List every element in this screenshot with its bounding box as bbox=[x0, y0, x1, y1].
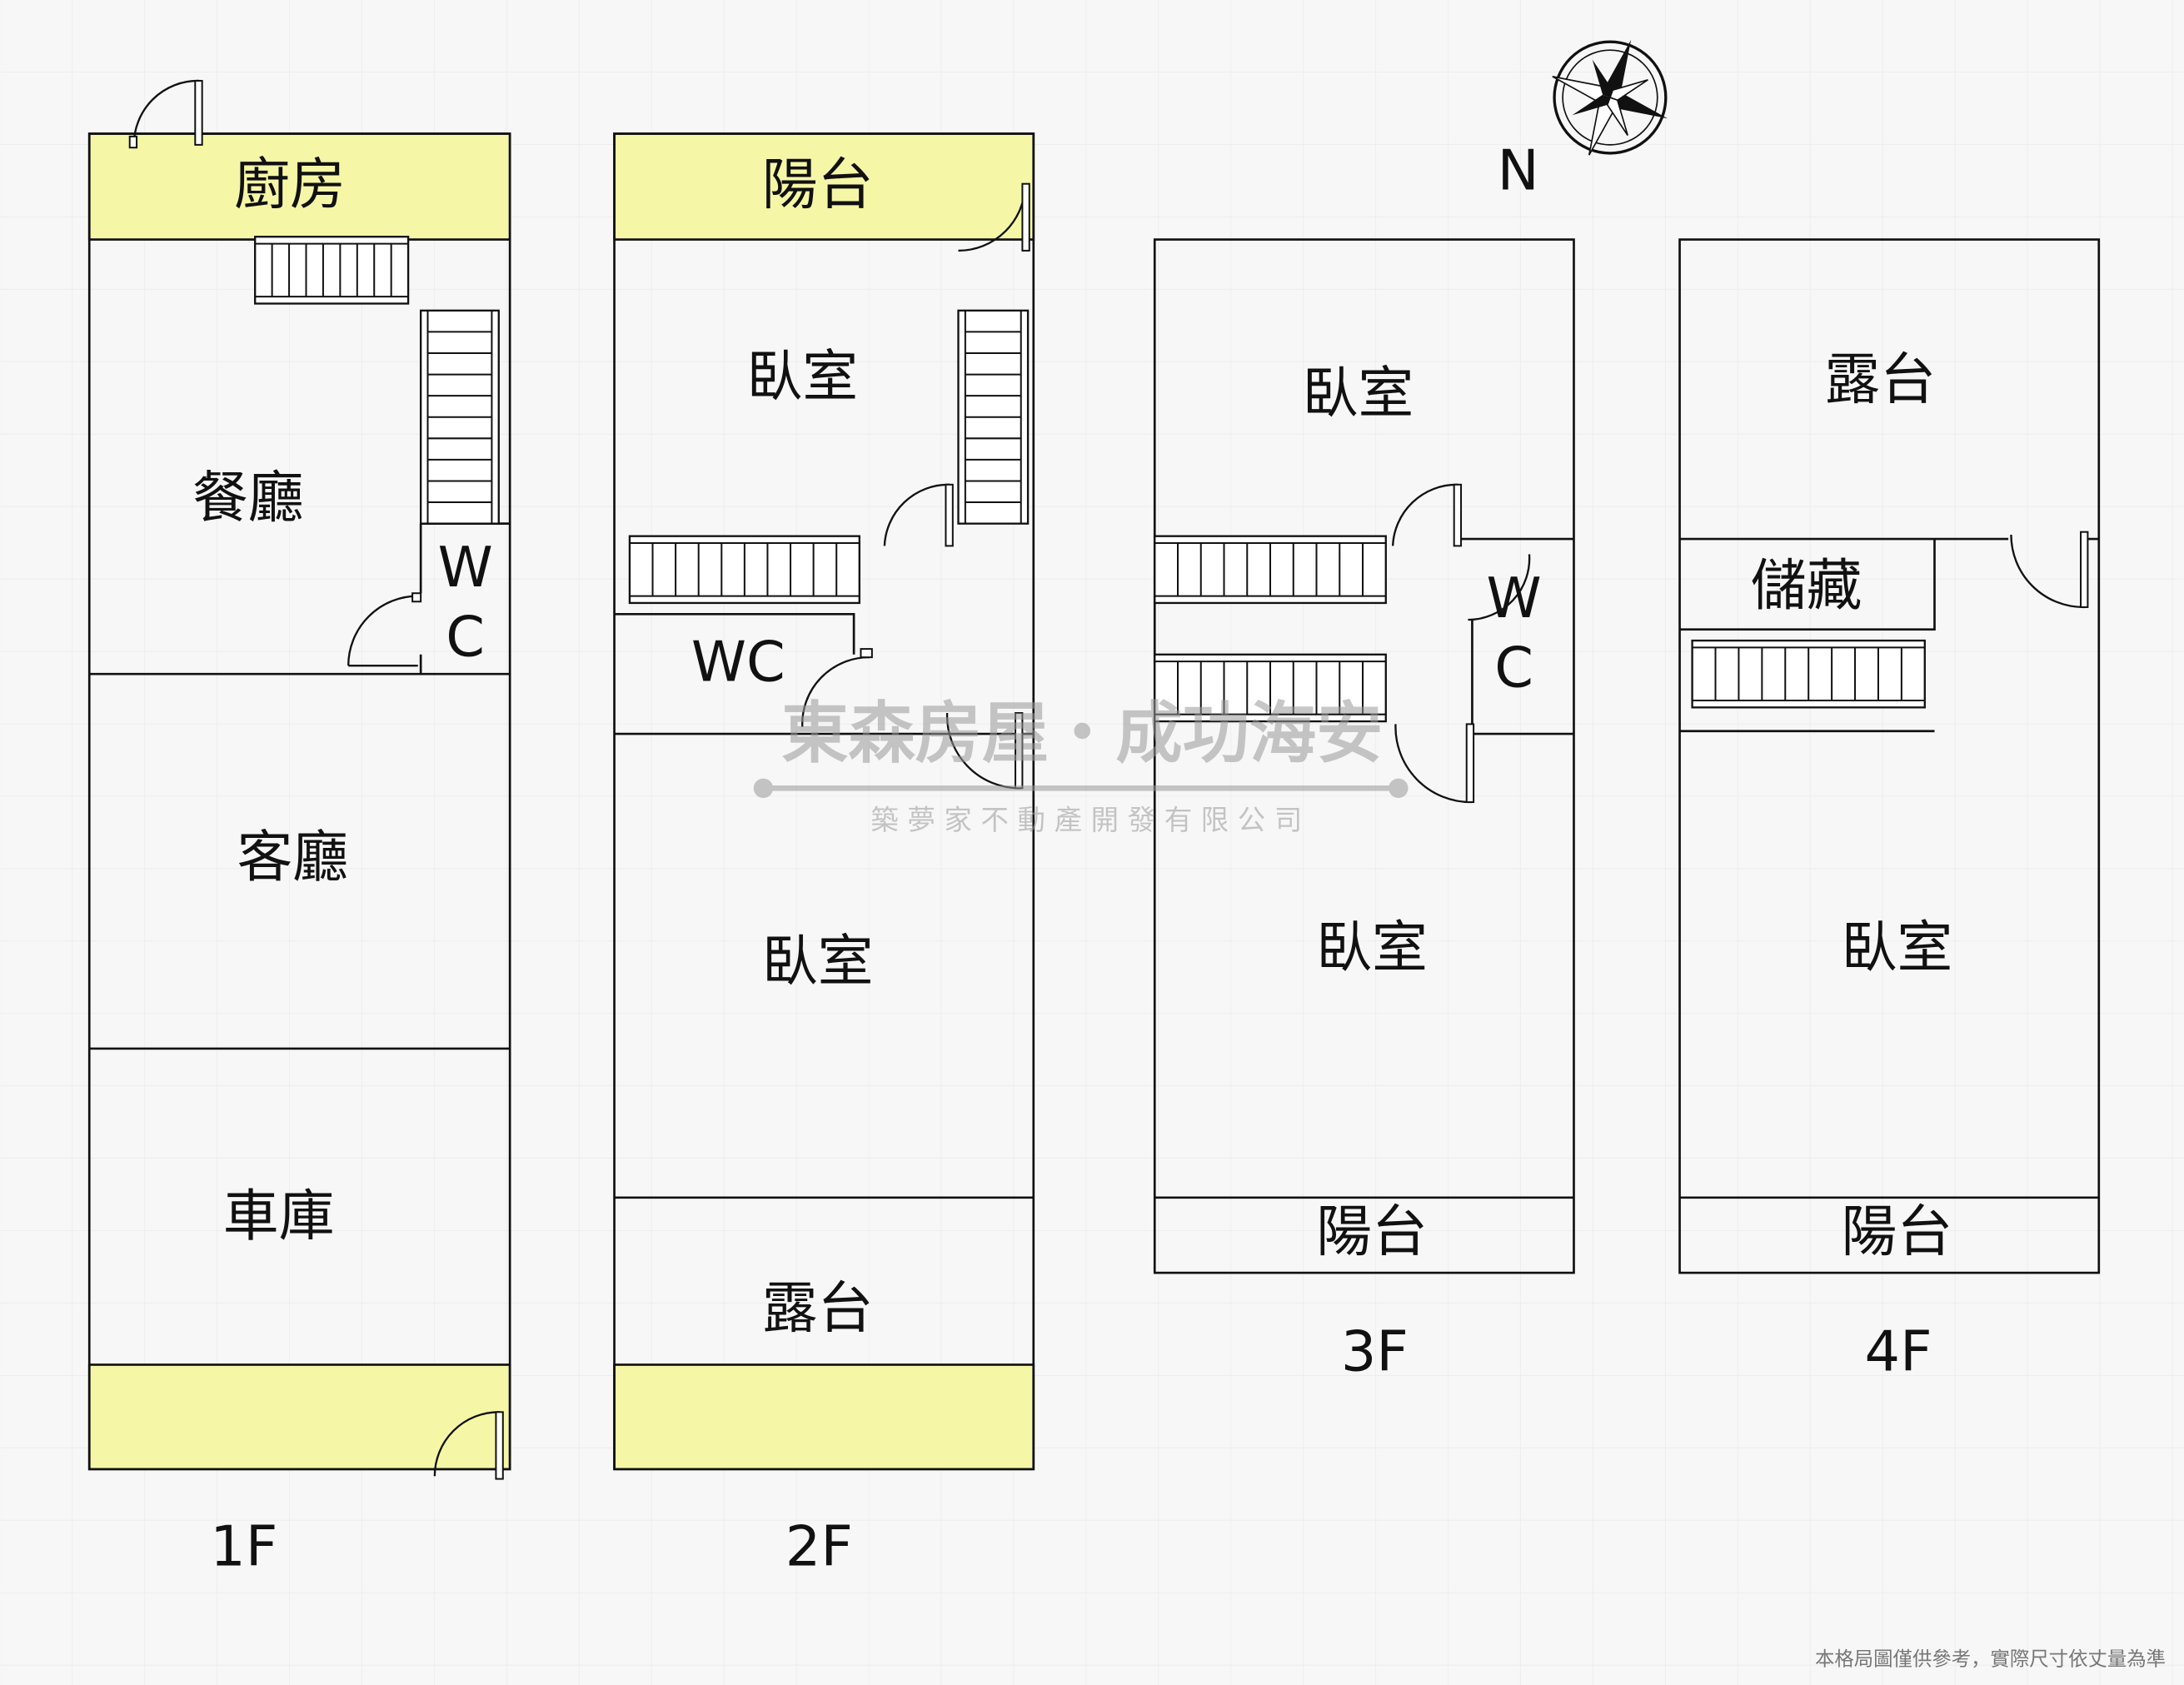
staircase bbox=[1154, 653, 1387, 723]
wc-label: C bbox=[1494, 635, 1533, 700]
kitchen-area bbox=[87, 132, 511, 241]
room-label: 陽台 bbox=[1841, 1199, 1952, 1264]
terrace-area bbox=[613, 1363, 1035, 1471]
door bbox=[958, 182, 1030, 252]
door bbox=[1468, 554, 1531, 621]
door bbox=[801, 648, 873, 727]
door bbox=[128, 79, 203, 149]
door bbox=[1391, 483, 1463, 547]
floor-label: 3F bbox=[1341, 1319, 1409, 1383]
staircase bbox=[628, 535, 860, 605]
door bbox=[347, 592, 422, 667]
front-yard-area bbox=[87, 1363, 511, 1471]
room-label: 臥室 bbox=[1316, 915, 1428, 980]
staircase bbox=[254, 236, 410, 305]
room-label: 露台 bbox=[762, 1275, 874, 1340]
door bbox=[2010, 531, 2089, 609]
wc-label: WC bbox=[691, 630, 785, 695]
watermark-title: 東森房屋・成功海安 bbox=[781, 695, 1383, 772]
door bbox=[883, 483, 954, 547]
room-label: 儲藏 bbox=[1751, 553, 1862, 618]
floor-label: 2F bbox=[785, 1513, 853, 1578]
staircase bbox=[957, 309, 1030, 525]
floor-1f: 廚房 餐廳 客廳 車庫 W C 1F bbox=[87, 79, 511, 1578]
floor-4f: 露台 儲藏 臥室 陽台 4F bbox=[1678, 238, 2101, 1383]
wc-label: C bbox=[446, 605, 485, 670]
staircase bbox=[1154, 535, 1387, 605]
north-label: N bbox=[1498, 138, 1539, 203]
room-label: 臥室 bbox=[1302, 361, 1414, 426]
room-label: 廚房 bbox=[234, 152, 346, 217]
balcony-area bbox=[613, 132, 1035, 241]
room-label: 陽台 bbox=[1316, 1199, 1428, 1264]
watermark: 東森房屋・成功海安 築 夢 家 不 動 產 開 發 有 限 公 司 bbox=[753, 695, 1409, 836]
compass-icon bbox=[1552, 39, 1668, 156]
room-label: 客廳 bbox=[237, 825, 348, 890]
floor-2f: 陽台 臥室 WC 臥室 露台 2F bbox=[613, 132, 1035, 1578]
wc-label: W bbox=[1487, 566, 1542, 631]
room-label: 露台 bbox=[1824, 346, 1936, 411]
watermark-subtitle: 築 夢 家 不 動 產 開 發 有 限 公 司 bbox=[870, 804, 1302, 836]
disclaimer: 本格局圖僅供參考，實際尺寸依丈量為準 bbox=[1815, 1647, 2166, 1670]
staircase bbox=[1691, 639, 1926, 709]
room-label: 臥室 bbox=[746, 344, 858, 409]
staircase bbox=[419, 309, 500, 525]
door bbox=[433, 1411, 504, 1480]
door bbox=[1394, 723, 1475, 804]
floor-label: 1F bbox=[210, 1513, 277, 1578]
room-label: 陽台 bbox=[762, 152, 874, 217]
room-label: 臥室 bbox=[762, 929, 874, 994]
wc-label: W bbox=[438, 535, 493, 600]
room-label: 餐廳 bbox=[192, 465, 304, 530]
room-label: 車庫 bbox=[223, 1184, 335, 1249]
floor-label: 4F bbox=[1865, 1319, 1932, 1383]
room-label: 臥室 bbox=[1841, 915, 1952, 980]
floor-3f: 臥室 W C 臥室 陽台 3F bbox=[1153, 238, 1575, 1383]
